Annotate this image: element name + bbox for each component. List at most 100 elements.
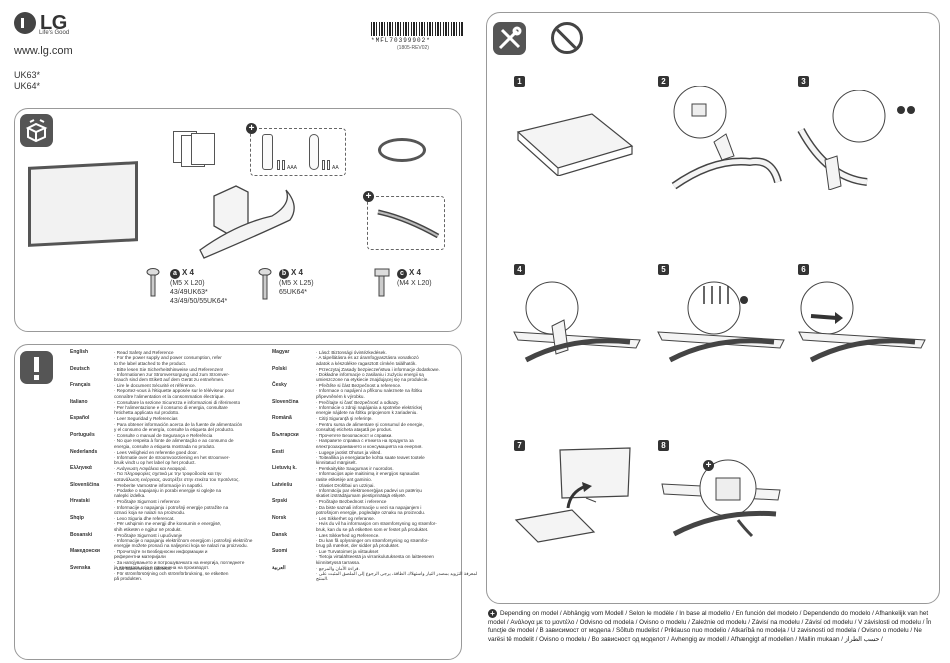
screw-a-count: X 4 [181, 268, 194, 277]
safety-entry: English · Read Safety and Reference · For… [70, 349, 270, 367]
safety-entry: Македонски· Прочитајте ги Безбедносни ин… [70, 548, 270, 570]
safety-entry: Bosanski· Pročitajte Sigurnost i upućiva… [70, 532, 270, 550]
barcode [371, 22, 463, 36]
model-number-1: UK63* [14, 70, 41, 80]
language-name: Srpski [272, 498, 288, 505]
safety-text: · Consultare la sezione Sicurezza e info… [114, 399, 241, 416]
safety-entry: Svenska· Läs Säkerhet och referens · För… [70, 564, 270, 583]
screw-b-size: (M5 X L25) [279, 280, 314, 287]
power-cable-illustration [378, 138, 426, 162]
screw-c-count: X 4 [408, 268, 421, 277]
stand-illustration [199, 185, 295, 259]
language-name: Suomi [272, 548, 288, 555]
language-name: Shqip [70, 514, 84, 521]
safety-entry: العربية· قراءة الأمان والمرجع. · لمعرفة … [272, 564, 477, 583]
safety-text: · Read Safety and Reference · For the po… [114, 350, 222, 366]
screw-a-model-1: 43/49UK63* [170, 289, 208, 297]
battery-icon [282, 160, 285, 170]
safety-entry: Italiano· Consultare la sezione Sicurezz… [70, 399, 270, 417]
safety-text: · Přečtěte si část Bezpečnost a referenc… [316, 383, 423, 399]
safety-text: · Preberite Varnostne informacije in nap… [114, 482, 222, 499]
screw-c-icon [374, 268, 390, 297]
safety-text: · Lees Veiligheid en referentie goed doo… [114, 449, 230, 466]
safety-entry: Español· Leer Seguridad y Referencias · … [70, 416, 270, 433]
step-number: 8 [658, 440, 669, 451]
language-name: Latviešu [272, 481, 293, 488]
step-5-illustration [657, 281, 785, 363]
box-contents-panel [14, 108, 462, 332]
no-knife-icon [551, 22, 583, 54]
step-1-illustration [516, 113, 634, 176]
remote-illustration-2 [309, 134, 319, 170]
step-number: 6 [798, 264, 809, 275]
language-name: English [70, 349, 89, 355]
safety-text: · Lire le document Sécurité et référence… [114, 383, 235, 399]
safety-entry: Slovenčina· Prečítajte si časť Bezpečnos… [272, 399, 462, 417]
safety-entry: Nederlands· Lees Veiligheid en referenti… [70, 449, 270, 467]
safety-text: · Lugege jaotist Ohutus ja viited. · Toi… [316, 449, 425, 466]
safety-entry: Hrvatski· Pročitajte Sigurnost i referen… [70, 499, 270, 516]
safety-text: · Pročitajte Bezbednost i reference · Da… [316, 499, 426, 515]
safety-panel [14, 344, 462, 660]
safety-text: · Consulte o manual de Segurança e Refer… [114, 432, 234, 449]
safety-entry: Română· Citiţi Siguranţă şi referinţe. ·… [272, 416, 462, 433]
safety-text: · Lásd: Biztonsági óvintézkedések. · A t… [316, 350, 419, 366]
safety-entry: Eesti· Lugege jaotist Ohutus ja viited. … [272, 449, 462, 467]
safety-list-right: Magyar · Lásd: Biztonsági óvintézkedések.… [272, 349, 477, 583]
safety-entry: Deutsch · Bitte lesen Sie Sicherheitshinw… [70, 365, 270, 384]
safety-text: · Læs Sikkerhed og Reference. · Du kan f… [316, 532, 429, 549]
safety-text: · Lue Turvatoimet ja viittaukset · Tieto… [316, 549, 434, 565]
screw-b-count: X 4 [290, 268, 303, 277]
logo-text: LG [40, 12, 67, 34]
revision-code: (1805-REV02) [397, 45, 429, 51]
screw-a-size: (M5 X L20) [170, 280, 205, 287]
battery-icon [322, 160, 325, 170]
language-name: العربية [272, 564, 286, 571]
safety-entry: Norsk· Les Sikkerhet og referanse. · Hvi… [272, 515, 462, 533]
safety-entry: Ελληνικά· Ανάγνωση Ασφάλεια και Αναφορά.… [70, 465, 270, 483]
safety-entry: Suomi · Lue Turvatoimet ja viittaukset · … [272, 548, 462, 566]
depending-on-model-text: Depending on model / Abhängig vom Modell… [488, 610, 932, 643]
safety-text: · Les Sikkerhet og referanse. · Hvis du … [316, 515, 437, 532]
safety-text: · Przeczytaj Zasady bezpieczeństwa i inf… [316, 366, 440, 383]
language-name: Magyar [272, 349, 290, 355]
step-3-illustration [797, 90, 915, 190]
language-name: Македонски [70, 548, 100, 555]
lg-logo: LG [14, 12, 67, 34]
safety-entry: Shqip · Lexo Siguria dhe referencat. · Pë… [70, 514, 270, 533]
stand-optional-box [367, 196, 445, 250]
safety-list-left: English · Read Safety and Reference · For… [70, 349, 270, 583]
tools-icon [493, 22, 526, 55]
website-url: www.lg.com [14, 45, 73, 57]
plus-icon: + [363, 191, 374, 202]
lg-logo-icon [14, 12, 36, 34]
safety-text: · Lexo Siguria dhe referencat. · Për ush… [114, 515, 222, 532]
language-name: Deutsch [70, 365, 90, 372]
screw-a-icon [146, 268, 160, 297]
safety-entry: Dansk · Læs Sikkerhed og Reference. · Du … [272, 531, 462, 550]
safety-entry: Português · Consulte o manual de Seguranç… [70, 431, 270, 450]
step-number: 3 [798, 76, 809, 87]
screw-b-badge: b [279, 269, 289, 279]
remote-illustration-1 [262, 134, 273, 170]
safety-entry: Български· Прочетете Безопасност и справ… [272, 432, 462, 450]
screw-a-info: a X 4 (M5 X L20) 43/49UK63* 43/49/50/55U… [170, 268, 227, 306]
safety-entry: Français· Lire le document Sécurité et r… [70, 382, 270, 400]
language-name: Svenska [70, 564, 91, 571]
screw-b-info: b X 4 (M5 X L25) 65UK64* [279, 268, 314, 297]
language-name: Slovenščina [70, 481, 100, 488]
language-name: Português [70, 431, 95, 438]
battery-icon [277, 160, 280, 170]
safety-text: · Bitte lesen Sie Sicherheitshinweise un… [114, 366, 230, 383]
cable-holder-illustration [377, 209, 440, 238]
step-number: 2 [658, 76, 669, 87]
screw-b-icon [258, 268, 272, 300]
step-7-illustration [514, 447, 631, 543]
depending-on-model-note: +Depending on model / Abhängig vom Model… [488, 609, 940, 644]
safety-text: · Prečítajte si časť Bezpečnosť a odkazy… [316, 399, 423, 416]
safety-text: · Perskaitykite Saugumas ir nuorodos. · … [316, 466, 420, 482]
step-number: 4 [514, 264, 525, 275]
plus-icon: + [488, 609, 497, 618]
language-name: Dansk [272, 531, 288, 538]
safety-entry: Česky· Přečtěte si část Bezpečnost a ref… [272, 382, 462, 400]
